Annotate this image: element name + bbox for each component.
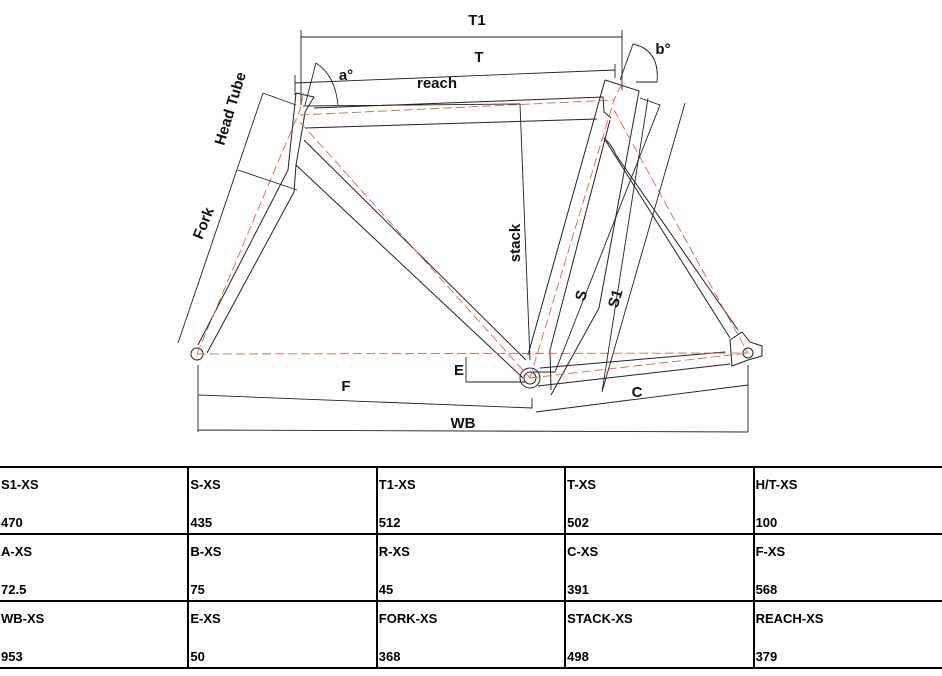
table-cell: S-XS 435: [187, 466, 378, 535]
table-cell: FORK-XS 368: [375, 600, 567, 669]
cell-value: 75: [190, 582, 205, 597]
table-cell: S1-XS 470: [0, 466, 190, 535]
cell-label: A-XS: [1, 544, 33, 559]
cell-label: REACH-XS: [755, 611, 824, 626]
cell-value: 502: [567, 515, 589, 530]
cell-value: 435: [190, 515, 213, 530]
table-cell: H/T-XS 100: [752, 466, 942, 535]
f-label: F: [341, 378, 350, 395]
t-label: T: [474, 49, 483, 66]
c-label: C: [632, 384, 643, 401]
table-cell: WB-XS 953: [0, 600, 190, 669]
table-cell: E-XS 50: [187, 600, 378, 669]
cell-label: C-XS: [567, 544, 599, 559]
table-cell: B-XS 75: [187, 533, 378, 602]
table-cell: REACH-XS 379: [752, 600, 942, 669]
cell-value: 368: [378, 649, 401, 664]
cell-label: E-XS: [190, 611, 221, 626]
cell-value: 953: [1, 649, 23, 664]
cell-value: 72.5: [1, 582, 27, 597]
wb-label: WB: [451, 415, 476, 432]
table-cell: STACK-XS 498: [564, 600, 755, 669]
cell-value: 379: [755, 649, 778, 664]
stack-label: stack: [507, 223, 524, 262]
cell-label: FORK-XS: [378, 611, 438, 626]
fork-label: Fork: [190, 204, 218, 241]
cell-value: 512: [378, 515, 401, 530]
table-cell: A-XS 72.5: [0, 533, 190, 602]
dimension-lines: [177, 30, 749, 433]
centerlines: [196, 84, 749, 379]
cell-label: T-XS: [567, 477, 597, 492]
cell-value: 470: [1, 515, 23, 530]
cell-value: 391: [567, 582, 589, 597]
cell-label: S-XS: [190, 477, 221, 492]
e-label: E: [454, 362, 464, 379]
table-cell: F-XS 568: [752, 533, 942, 602]
cell-value: 498: [567, 649, 589, 664]
cell-label: T1-XS: [378, 477, 416, 492]
s-label: S: [572, 288, 591, 303]
head-tube-label: Head Tube: [212, 70, 250, 147]
a-angle-label: a°: [339, 67, 353, 84]
cell-label: F-XS: [755, 544, 786, 559]
table-cell: C-XS 391: [564, 533, 755, 602]
table-cell: T-XS 502: [564, 466, 755, 535]
table-row: WB-XS 953 E-XS 50 FORK-XS 368 STACK-XS 498 REACH…: [0, 600, 942, 669]
cell-value: 100: [755, 515, 778, 530]
cell-label: R-XS: [378, 544, 410, 559]
cell-label: STACK-XS: [567, 611, 633, 626]
cell-value: 50: [190, 649, 205, 664]
frame-outline: [190, 79, 763, 396]
cell-value: 568: [755, 582, 778, 597]
cell-value: 45: [378, 582, 394, 597]
table-cell: R-XS 45: [375, 533, 567, 602]
table-cell: T1-XS 512: [375, 466, 567, 535]
frame-geometry-diagram: T1 T a° b° reach Head Tube Fork stack S …: [177, 12, 763, 433]
reach-label: reach: [417, 75, 457, 92]
cell-label: WB-XS: [1, 611, 45, 626]
cell-label: B-XS: [190, 544, 222, 559]
cell-label: H/T-XS: [755, 477, 798, 492]
table-row: S1-XS 470 S-XS 435 T1-XS 512 T-XS 502 H/T-XS 100: [0, 466, 942, 535]
s1-label: S1: [605, 287, 627, 310]
b-angle-label: b°: [655, 41, 670, 58]
cell-label: S1-XS: [1, 477, 39, 492]
table-row: A-XS 72.5 B-XS 75 R-XS 45 C-XS 391 F-XS 568: [0, 533, 942, 602]
t1-label: T1: [468, 12, 486, 29]
